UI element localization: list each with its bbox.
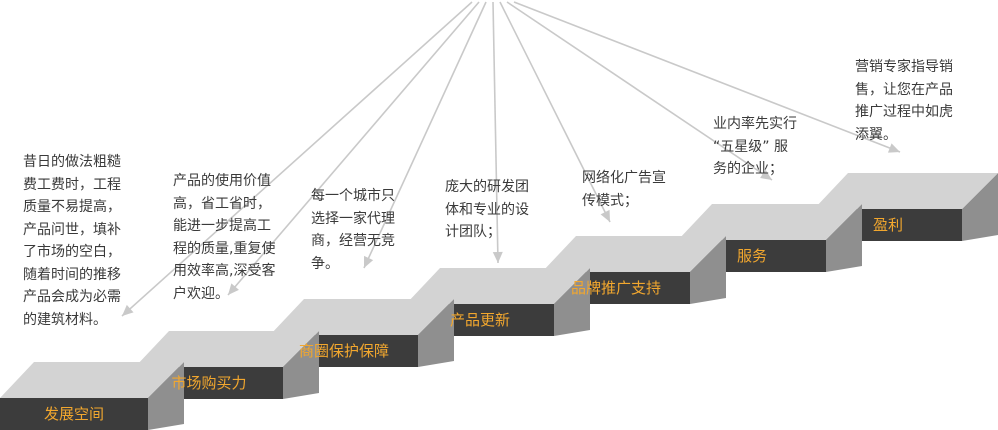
connector-line-3	[363, 1, 487, 269]
description-line: 程的质量,重复使	[173, 240, 276, 257]
connector-line-7	[513, 1, 901, 153]
connector-line-5	[499, 1, 611, 223]
step-1	[0, 362, 184, 430]
description-line: 产品会成为必需	[23, 289, 121, 305]
description-line: 费工费时，工程	[23, 176, 121, 193]
step-description-4: 庞大的研发团体和专业的设计团队；	[445, 176, 529, 244]
step-top-4	[406, 268, 590, 304]
description-line: 产品的使用价值	[173, 173, 271, 189]
step-description-7: 营销专家指导销售，让您在产品推广过程中如虎添翼。	[855, 56, 953, 146]
step-4	[406, 268, 590, 336]
description-line: 推广过程中如虎	[855, 104, 953, 120]
description-line: 能进一步提高工	[173, 218, 271, 234]
step-description-1: 昔日的做法粗糙费工费时，工程质量不易提高， 产品问世，填补了市场的空白， 随着时间的…	[23, 151, 121, 331]
description-line: 高，省工省时，	[173, 195, 271, 212]
step-top-7	[814, 173, 998, 209]
description-line: 体和专业的设	[445, 201, 529, 218]
description-line: 昔日的做法粗糙	[23, 154, 121, 170]
description-line: 庞大的研发团	[445, 179, 529, 195]
connector-line-6	[506, 1, 773, 181]
arrowhead-6	[760, 169, 772, 180]
description-line: 每一个城市只	[311, 188, 395, 204]
step-label-3: 商圈保护保障	[298, 342, 389, 360]
description-line: “五星级” 服	[713, 138, 788, 155]
description-line: 营销专家指导销	[855, 59, 953, 75]
description-line: 务的企业；	[713, 161, 783, 177]
description-line: 售，让您在产品	[855, 81, 953, 98]
step-description-5: 网络化广告宣传模式；	[582, 167, 666, 212]
description-line: 商，经营无竞	[311, 233, 395, 249]
arrowhead-2	[228, 283, 239, 295]
stair-steps	[0, 173, 998, 430]
step-side-3	[418, 299, 454, 367]
step-label-1: 发展空间	[43, 405, 104, 423]
step-label-2: 市场购买力	[171, 374, 247, 392]
connector-lines	[121, 1, 901, 317]
step-label-4: 产品更新	[449, 311, 510, 329]
description-line: 质量不易提高，	[23, 199, 121, 215]
step-label-5: 品牌推广支持	[570, 279, 661, 297]
description-line: 计团队；	[445, 224, 501, 240]
step-top-3	[270, 299, 454, 335]
connector-line-1	[121, 1, 473, 317]
description-line: 用效率高,深受客	[173, 263, 276, 279]
arrowhead-5	[600, 209, 610, 222]
step-top-1	[0, 362, 184, 398]
step-description-3: 每一个城市只选择一家代理商，经营无竞争。	[311, 185, 395, 275]
step-side-5	[690, 236, 726, 304]
step-top-6	[678, 204, 862, 240]
step-top-2	[135, 331, 319, 367]
description-line: 网络化广告宣	[582, 170, 666, 186]
arrowhead-1	[122, 304, 134, 316]
description-line: 添翼。	[855, 126, 897, 143]
description-line: 的建筑材料。	[23, 311, 107, 328]
step-side-4	[554, 268, 590, 336]
description-line: 了市场的空白，	[23, 244, 121, 260]
step-side-2	[283, 331, 319, 399]
step-top-5	[542, 236, 726, 272]
step-label-6: 服务	[736, 247, 767, 265]
description-line: 选择一家代理	[311, 210, 395, 227]
arrowhead-7	[887, 143, 900, 153]
step-label-7: 盈利	[872, 216, 903, 234]
description-line: 传模式；	[582, 192, 638, 209]
step-description-6: 业内率先实行 “五星级” 服务的企业；	[713, 113, 797, 181]
description-line: 随着时间的推移	[23, 266, 121, 283]
step-side-1	[148, 362, 184, 430]
description-line: 争。	[311, 255, 339, 272]
description-line: 户欢迎。	[173, 285, 229, 302]
step-side-6	[826, 204, 862, 272]
description-line: 业内率先实行	[713, 116, 797, 132]
connector-line-2	[227, 1, 480, 296]
arrowhead-3	[364, 255, 374, 268]
step-description-2: 产品的使用价值高，省工省时， 能进一步提高工程的质量,重复使用效率高,深受客户欢迎…	[173, 170, 275, 305]
description-line: 产品问世，填补	[23, 221, 121, 238]
arrowhead-4	[492, 251, 503, 263]
connector-line-4	[492, 1, 499, 264]
step-face-1	[0, 398, 148, 430]
step-side-7	[962, 173, 998, 241]
